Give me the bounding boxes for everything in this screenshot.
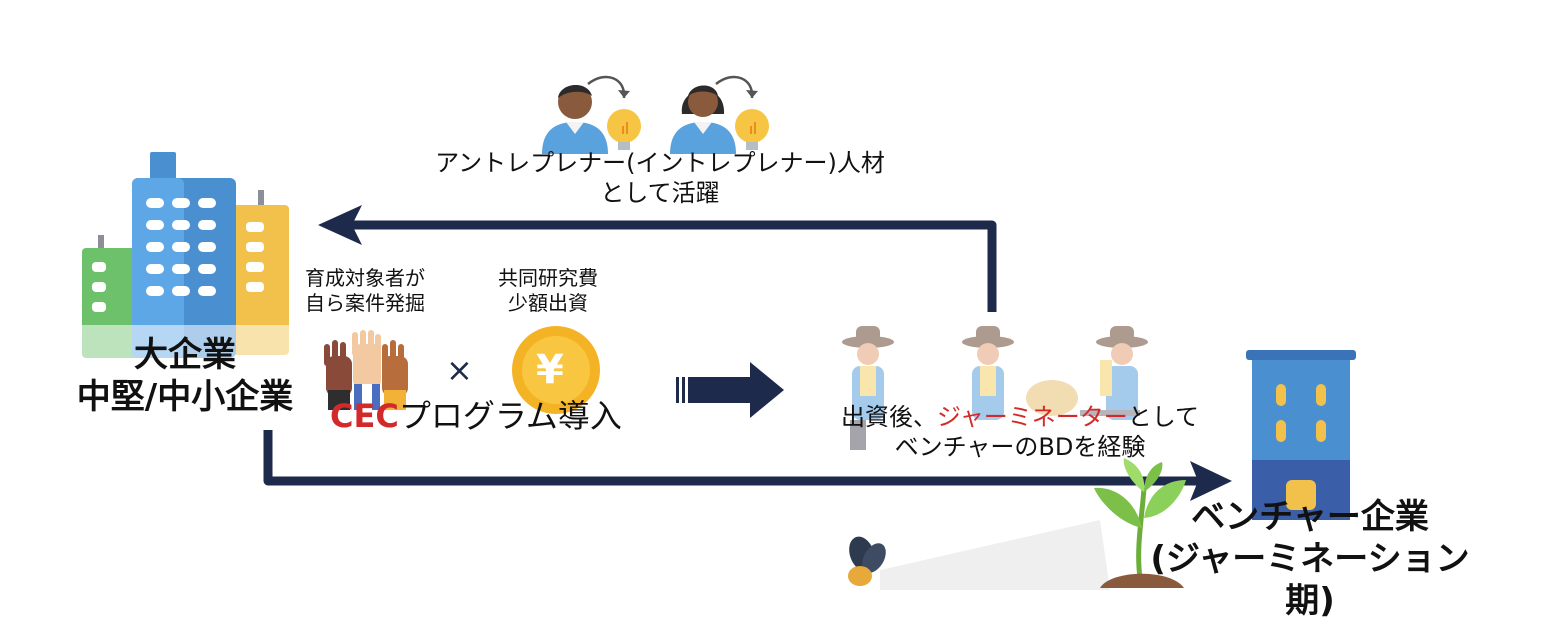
entrepreneur-male-icon — [542, 75, 641, 154]
germinator-highlight: ジャーミネーター — [936, 403, 1128, 431]
germinator-caption: 出資後、ジャーミネーターとして ベンチャーのBDを経験 — [800, 402, 1240, 462]
entrepreneur-female-icon — [670, 75, 769, 154]
multiply-symbol: × — [446, 351, 473, 389]
venture-building-icon — [1246, 350, 1356, 520]
large-company-line2: 中堅/中小企業 — [76, 377, 294, 417]
large-company-label: 大企業 中堅/中小企業 — [60, 334, 310, 418]
germinator-prefix: 出資後、 — [840, 403, 937, 431]
germinator-line2: ベンチャーのBDを経験 — [894, 433, 1146, 461]
venture-arrow-line — [263, 430, 1200, 486]
return-arrow-line — [350, 220, 997, 312]
program-to-germinator-arrow — [676, 362, 784, 418]
germinator-suffix: として — [1127, 403, 1200, 431]
training-caption: 育成対象者が 自ら案件発掘 — [285, 266, 445, 316]
seed-icon — [848, 536, 886, 586]
sprout-icon — [1094, 458, 1186, 588]
spotlight-beam — [880, 520, 1110, 590]
raised-hands-icon — [324, 330, 408, 410]
venture-line2: (ジャーミネーション期) — [1150, 539, 1470, 621]
return-arrow-head — [318, 205, 362, 245]
program-rest: プログラム導入 — [398, 397, 622, 435]
yen-symbol: ¥ — [536, 347, 564, 393]
germinator-farmers-icon — [842, 326, 1148, 450]
germinator-line1: 出資後、ジャーミネーターとして — [800, 402, 1240, 432]
venture-label: ベンチャー企業 (ジャーミネーション期) — [1130, 496, 1490, 622]
talent-line1: アントレプレナー(イントレプレナー)人材 — [435, 149, 885, 177]
funding-caption: 共同研究費 少額出資 — [478, 266, 618, 316]
program-label: CECプログラム導入 — [330, 396, 622, 436]
talent-caption: アントレプレナー(イントレプレナー)人材 として活躍 — [400, 148, 920, 208]
yen-coin-icon — [512, 326, 600, 414]
funding-line2: 少額出資 — [508, 291, 588, 315]
training-line1: 育成対象者が — [305, 266, 425, 290]
training-line2: 自ら案件発掘 — [305, 291, 425, 315]
large-company-line1: 大企業 — [134, 335, 236, 375]
venture-arrow-head — [1190, 461, 1232, 501]
program-highlight: CEC — [330, 397, 399, 435]
corporate-buildings-icon — [78, 152, 298, 360]
venture-line1: ベンチャー企業 — [1191, 497, 1429, 537]
funding-line1: 共同研究費 — [498, 266, 598, 290]
talent-line2: として活躍 — [600, 179, 720, 207]
